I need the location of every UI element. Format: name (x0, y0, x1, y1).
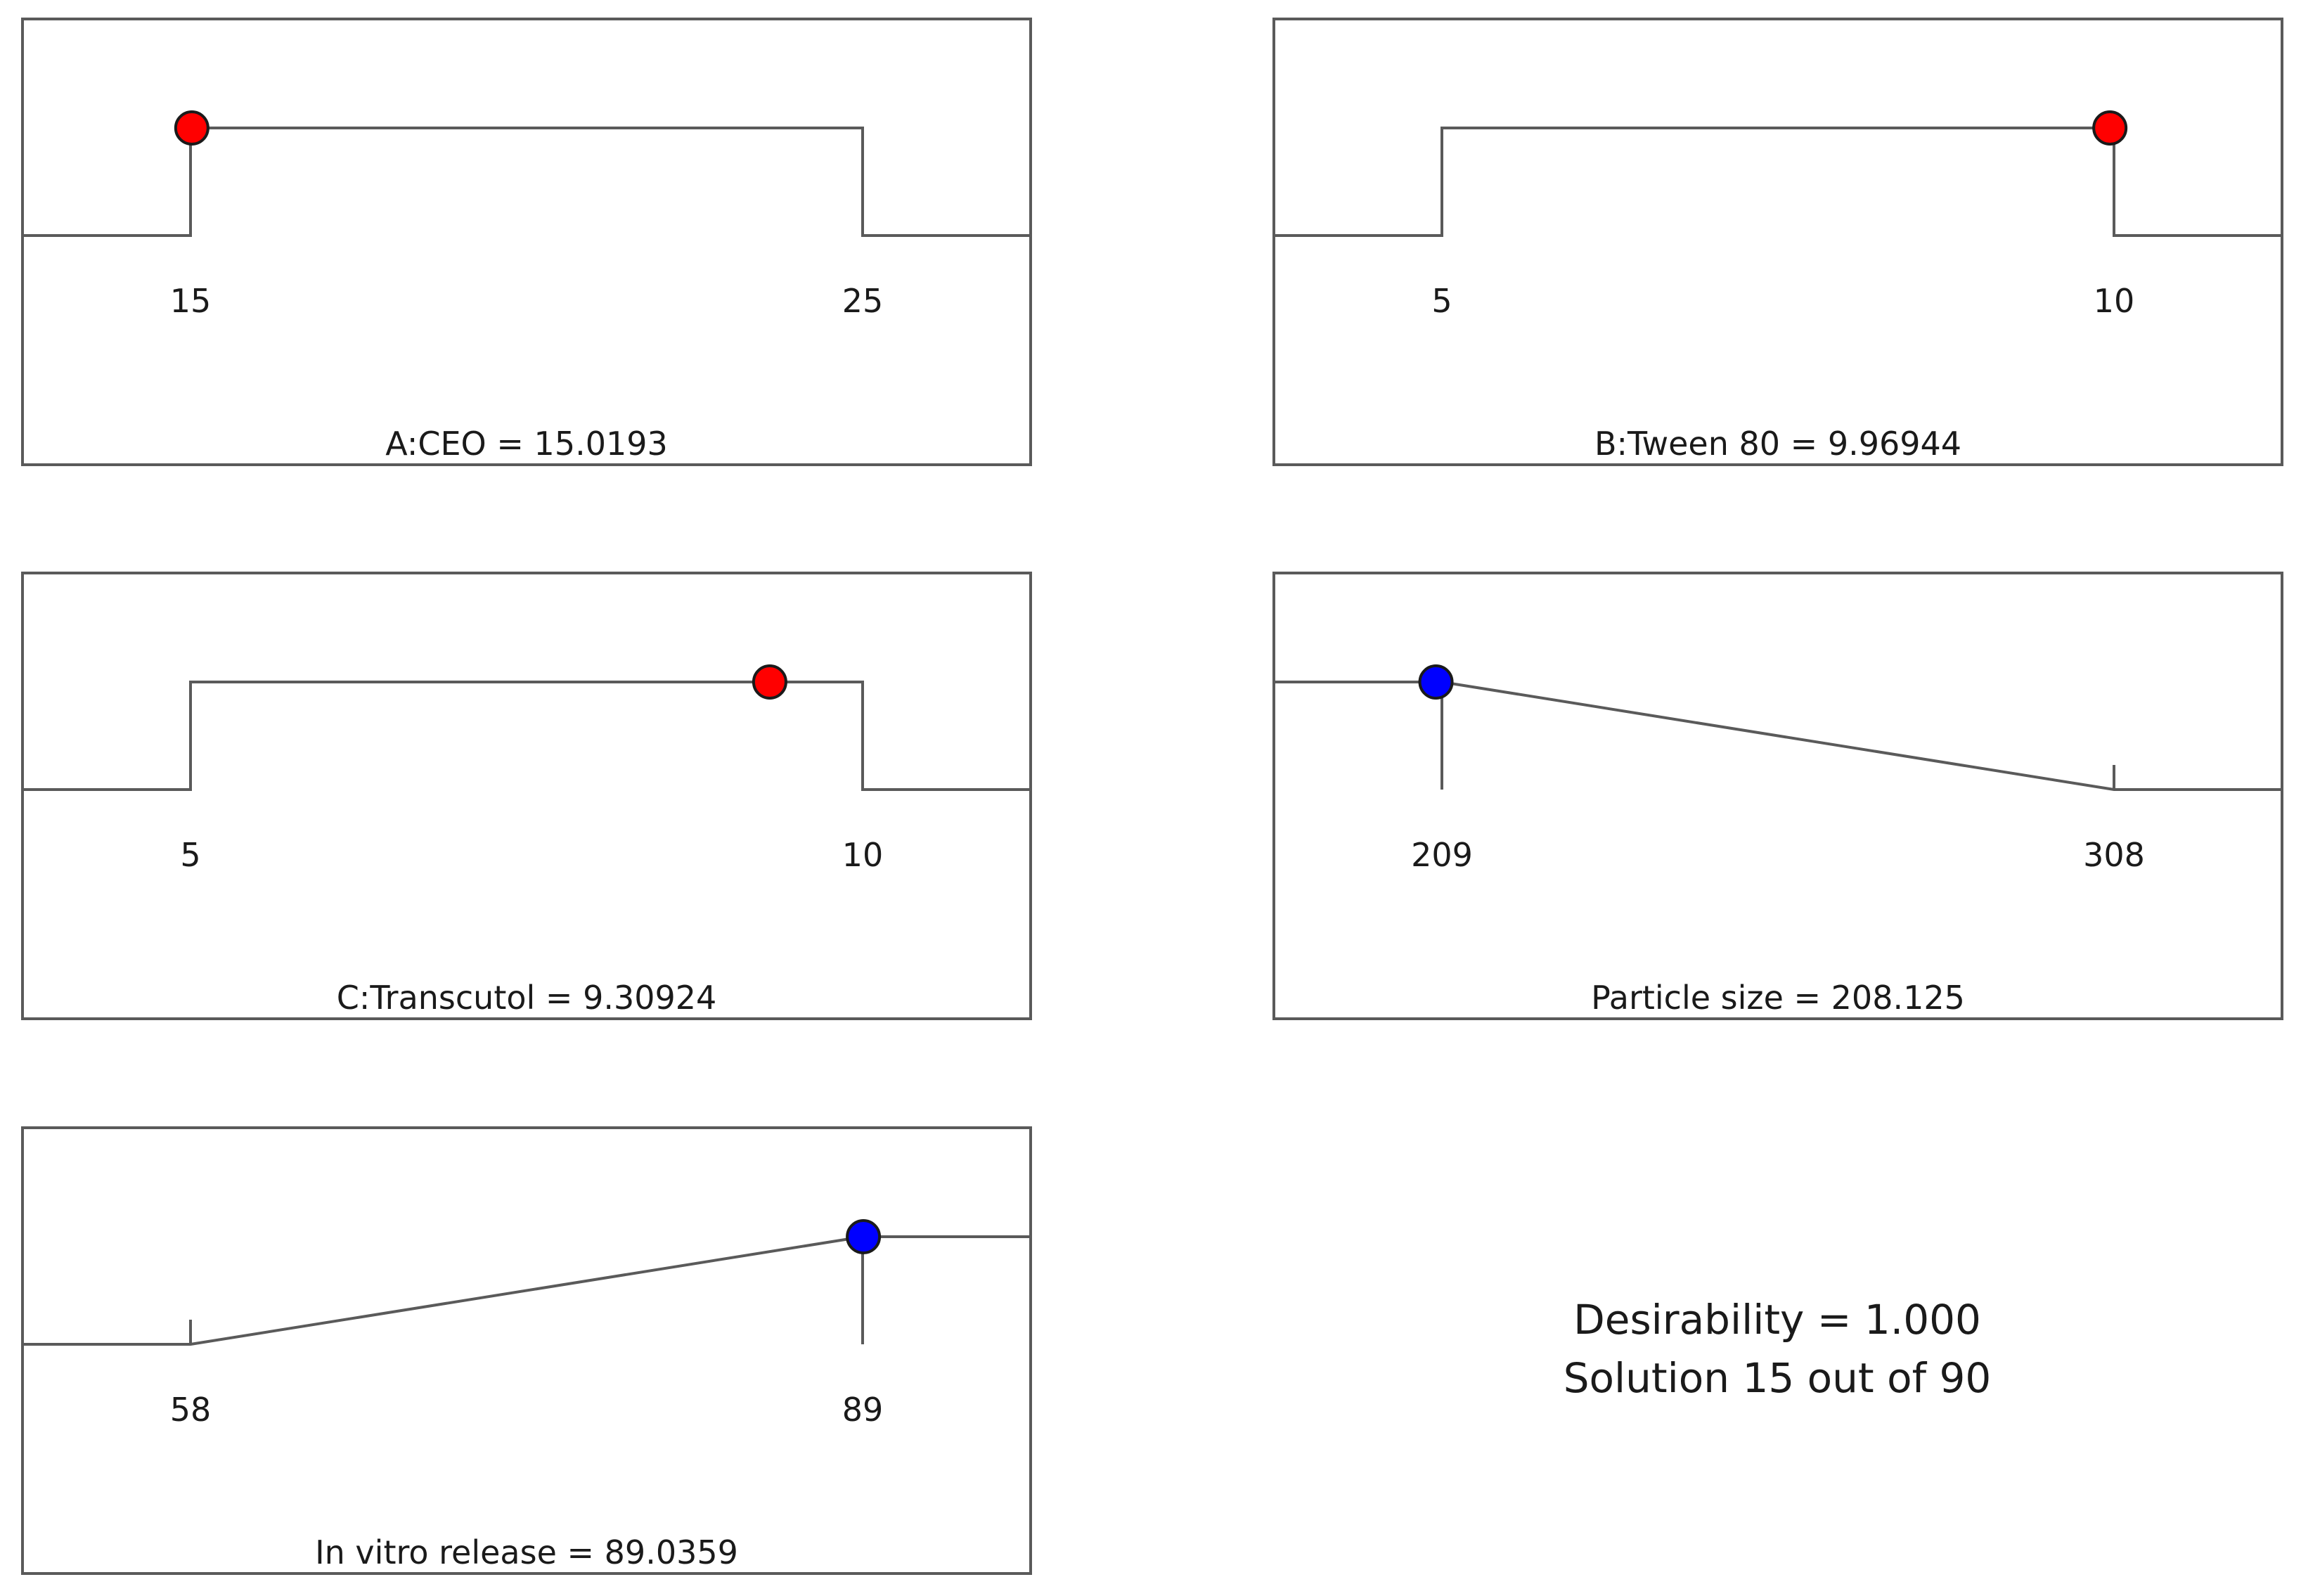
optimum-marker (846, 1219, 882, 1254)
desirability-ramp-line (22, 681, 1031, 791)
variable-value-label: In vitro release = 89.0359 (315, 1533, 738, 1571)
ramp-panel-3: 5 10C:Transcutol = 9.30924 (21, 572, 1032, 1020)
low-limit-label: 5 (180, 836, 200, 874)
panel-frame (21, 18, 1032, 466)
variable-value-label: Particle size = 208.125 (1591, 979, 1965, 1017)
optimum-marker (174, 110, 210, 146)
low-limit-label: 58 (170, 1391, 212, 1429)
optimum-marker (1418, 664, 1454, 700)
ramp-panel-5: 58 89 In vitro release = 89.0359 (21, 1126, 1032, 1575)
panel-frame (1272, 18, 2283, 466)
optimum-marker (752, 664, 787, 700)
optimum-marker (2092, 110, 2128, 146)
panel-frame (21, 572, 1032, 1020)
ramp-panel-1: 15 25A:CEO = 15.0193 (21, 18, 1032, 466)
desirability-text: Desirability = 1.000 (1573, 1296, 1981, 1344)
variable-value-label: B:Tween 80 = 9.96944 (1594, 425, 1961, 463)
high-limit-label: 89 (842, 1391, 884, 1429)
low-limit-label: 15 (170, 282, 212, 320)
variable-value-label: A:CEO = 15.0193 (385, 425, 668, 463)
high-limit-label: 10 (2094, 282, 2135, 320)
panel-frame (1272, 572, 2283, 1020)
panel-frame (21, 1126, 1032, 1575)
desirability-ramp-line (1274, 127, 2282, 237)
desirability-ramp-line (22, 1235, 1031, 1346)
low-limit-label: 5 (1431, 282, 1452, 320)
low-limit-label: 209 (1411, 836, 1473, 874)
desirability-ramp-line (22, 127, 1031, 237)
high-limit-label: 25 (842, 282, 884, 320)
desirability-ramp-line (1274, 681, 2282, 791)
variable-value-label: C:Transcutol = 9.30924 (337, 979, 717, 1017)
high-limit-label: 10 (842, 836, 884, 874)
ramp-panel-2: 5 10B:Tween 80 = 9.96944 (1272, 18, 2283, 466)
high-limit-label: 308 (2083, 836, 2145, 874)
solution-text: Solution 15 out of 90 (1564, 1354, 1992, 1402)
